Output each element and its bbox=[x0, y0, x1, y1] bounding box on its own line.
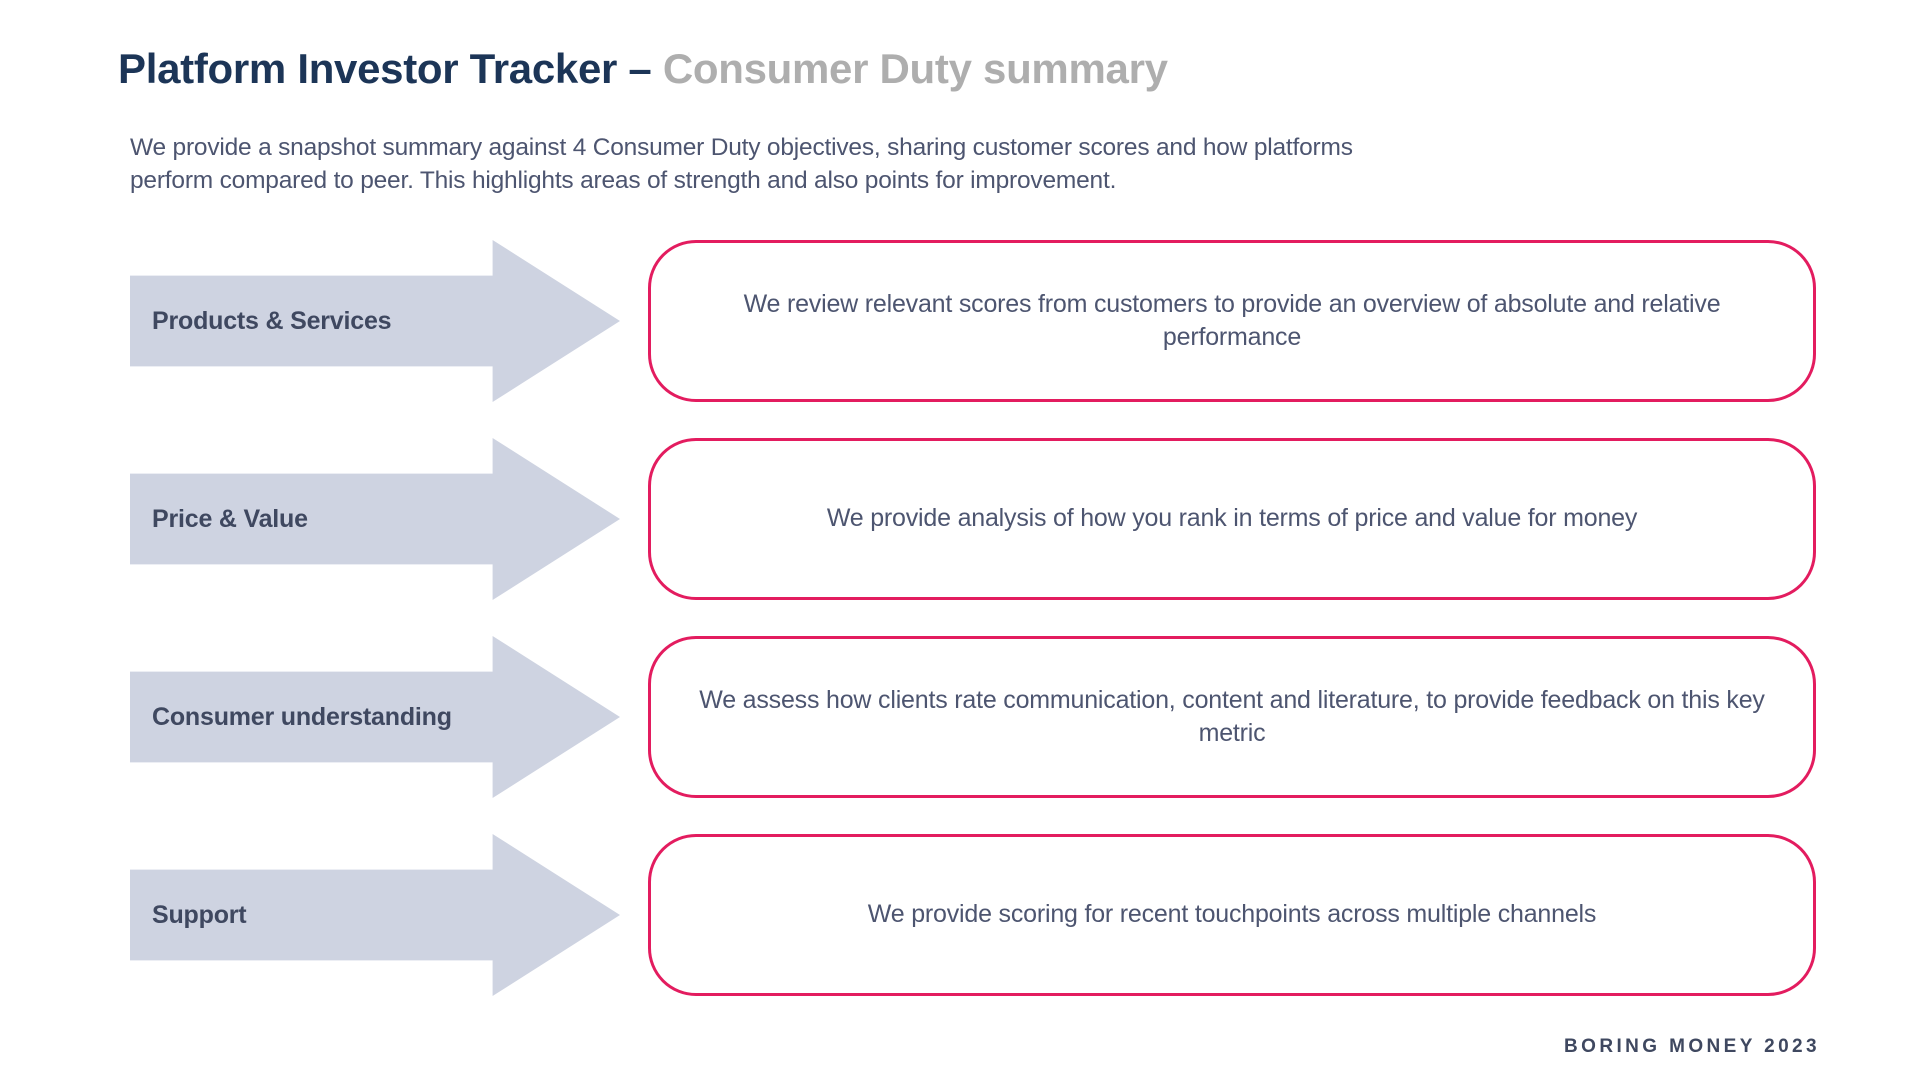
arrow-label: Price & Value bbox=[152, 504, 308, 533]
objective-row: Price & Value We provide analysis of how… bbox=[0, 438, 1920, 600]
description-card-products-services: We review relevant scores from customers… bbox=[648, 240, 1816, 402]
intro-line-2: perform compared to peer. This highlight… bbox=[130, 166, 1117, 194]
arrow-banner-support: Support bbox=[130, 834, 620, 996]
arrow-banner-price-value: Price & Value bbox=[130, 438, 620, 600]
arrow-banner-products-services: Products & Services bbox=[130, 240, 620, 402]
page-title-subject: Consumer Duty summary bbox=[662, 45, 1168, 92]
description-card-consumer-understanding: We assess how clients rate communication… bbox=[648, 636, 1816, 798]
arrow-label: Support bbox=[152, 900, 247, 929]
description-card-support: We provide scoring for recent touchpoint… bbox=[648, 834, 1816, 996]
objective-row: Consumer understanding We assess how cli… bbox=[0, 636, 1920, 798]
description-text: We assess how clients rate communication… bbox=[699, 685, 1765, 748]
footer-credit: BORING MONEY 2023 bbox=[1564, 1036, 1820, 1057]
arrow-label: Consumer understanding bbox=[152, 702, 452, 731]
description-text: We provide scoring for recent touchpoint… bbox=[867, 900, 1597, 929]
page-title-main: Platform Investor Tracker – bbox=[118, 45, 663, 92]
objective-row: Products & Services We review relevant s… bbox=[0, 240, 1920, 402]
arrow-label: Products & Services bbox=[152, 306, 392, 335]
intro-paragraph: We provide a snapshot summary against 4 … bbox=[130, 132, 1770, 197]
description-card-price-value: We provide analysis of how you rank in t… bbox=[648, 438, 1816, 600]
description-text: We provide analysis of how you rank in t… bbox=[826, 504, 1638, 533]
arrow-banner-consumer-understanding: Consumer understanding bbox=[130, 636, 620, 798]
objectives-list: Products & Services We review relevant s… bbox=[0, 240, 1920, 1032]
description-text: We review relevant scores from customers… bbox=[743, 289, 1721, 352]
page-title: Platform Investor Tracker – Consumer Dut… bbox=[118, 45, 1818, 92]
objective-row: Support We provide scoring for recent to… bbox=[0, 834, 1920, 996]
page-header: Platform Investor Tracker – Consumer Dut… bbox=[118, 45, 1818, 92]
intro-line-1: We provide a snapshot summary against 4 … bbox=[130, 134, 1353, 161]
